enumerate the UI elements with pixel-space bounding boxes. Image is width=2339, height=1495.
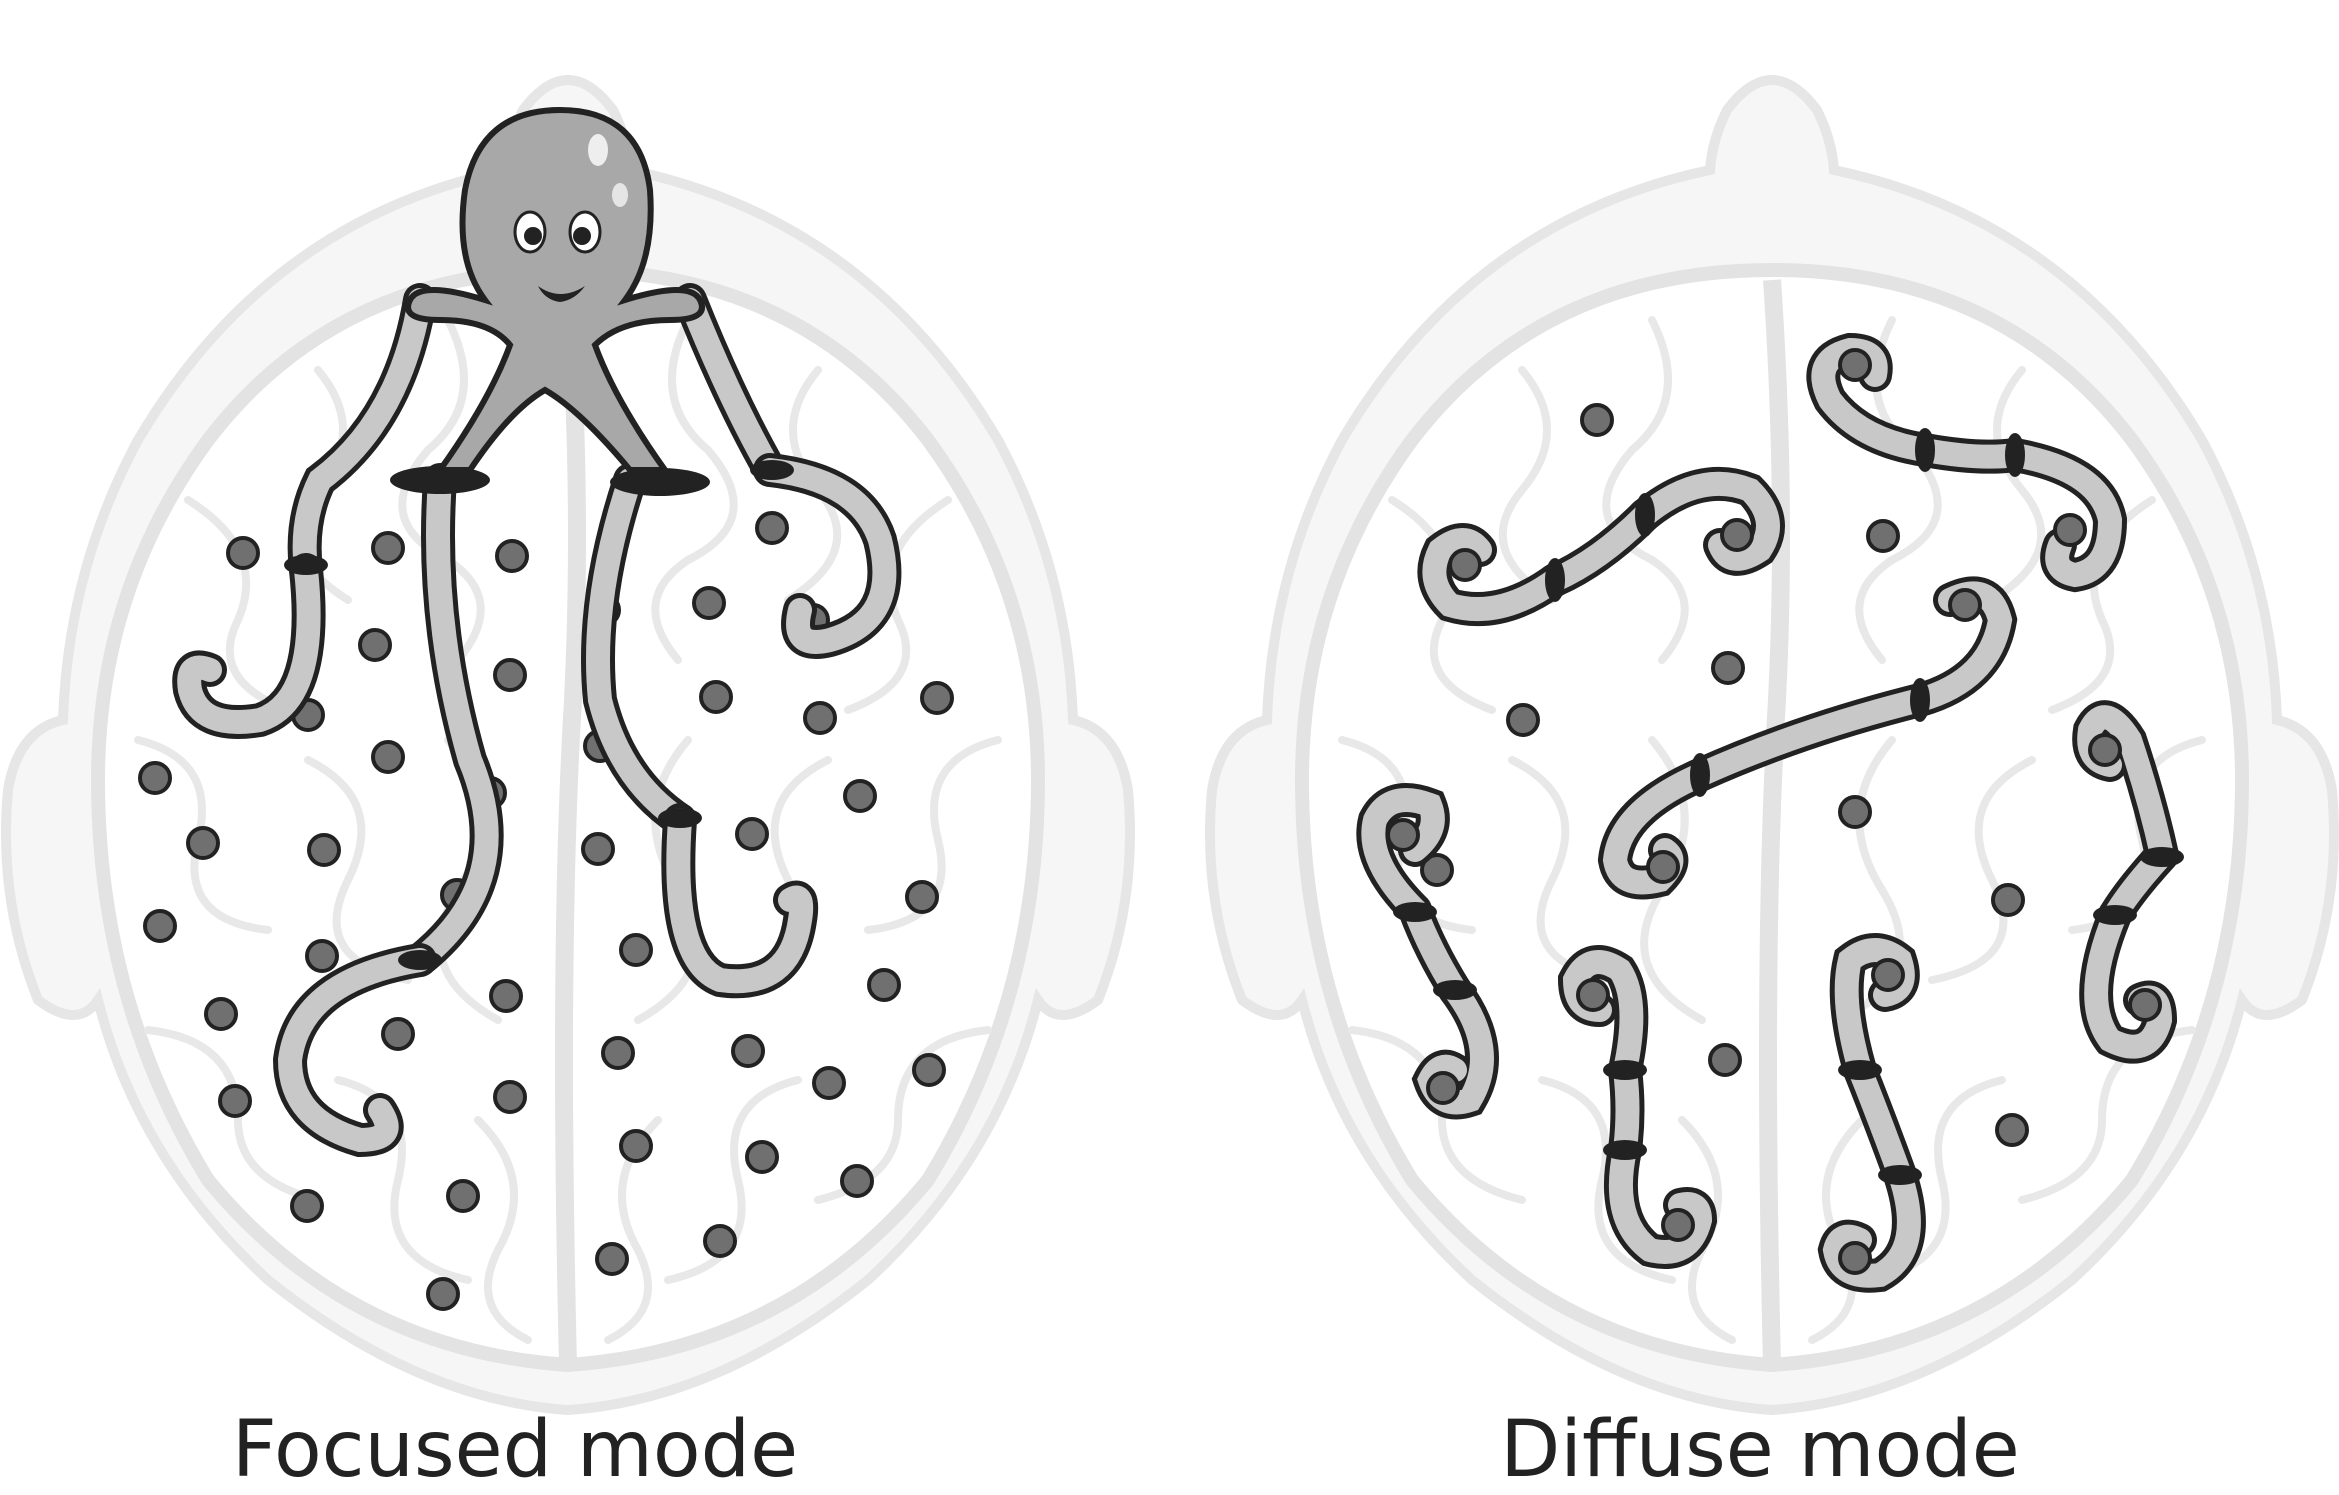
focused-pathways [172, 283, 902, 1158]
octopus-icon [405, 106, 705, 473]
panel-focused [6, 80, 1130, 1410]
caption-diffuse-mode: Diffuse mode [1500, 1405, 2020, 1495]
panel-diffuse [1210, 80, 2334, 1410]
caption-focused-mode: Focused mode [231, 1405, 799, 1495]
diffuse-dots [1420, 403, 2029, 1147]
diffuse-pathways [1356, 332, 2184, 1293]
focused-dots [138, 511, 954, 1311]
